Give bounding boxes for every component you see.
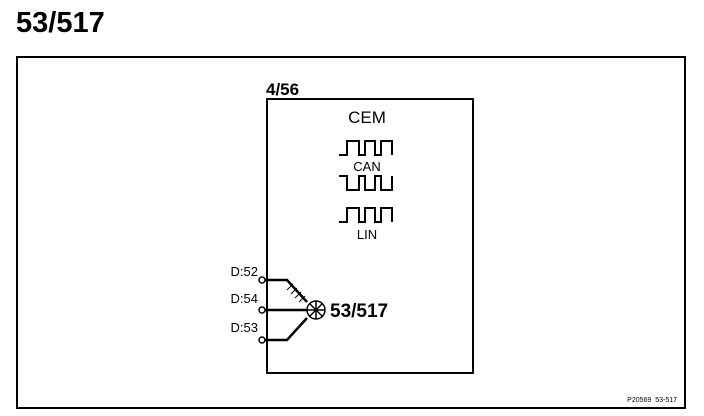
wire-d53 — [265, 317, 308, 342]
wire-d52 — [265, 278, 308, 303]
circle-x-icon — [306, 300, 326, 320]
diagram-frame — [16, 56, 686, 409]
component-label: 53/517 — [330, 301, 388, 322]
figure-reference: P20569 53-517 — [627, 397, 677, 404]
bus-label-lin: LIN — [357, 227, 377, 242]
connector-label-d52: D:52 — [231, 264, 258, 279]
module-name: CEM — [348, 108, 386, 127]
connector-pin-d52 — [258, 276, 266, 284]
connector-pin-d54 — [258, 306, 266, 314]
lin-bus-signal-icon — [339, 207, 393, 223]
twisted-pair-marks — [286, 283, 306, 303]
connector-label-d53: D:53 — [231, 320, 258, 335]
wiring — [265, 278, 308, 342]
connector-pin-d53 — [258, 336, 266, 344]
can-bus-signal-icon — [339, 140, 393, 191]
module-box — [266, 98, 474, 374]
bus-label-can: CAN — [353, 159, 380, 174]
module-id: 4/56 — [266, 80, 299, 99]
page-title: 53/517 — [16, 7, 105, 39]
connector-label-d54: D:54 — [231, 291, 258, 306]
